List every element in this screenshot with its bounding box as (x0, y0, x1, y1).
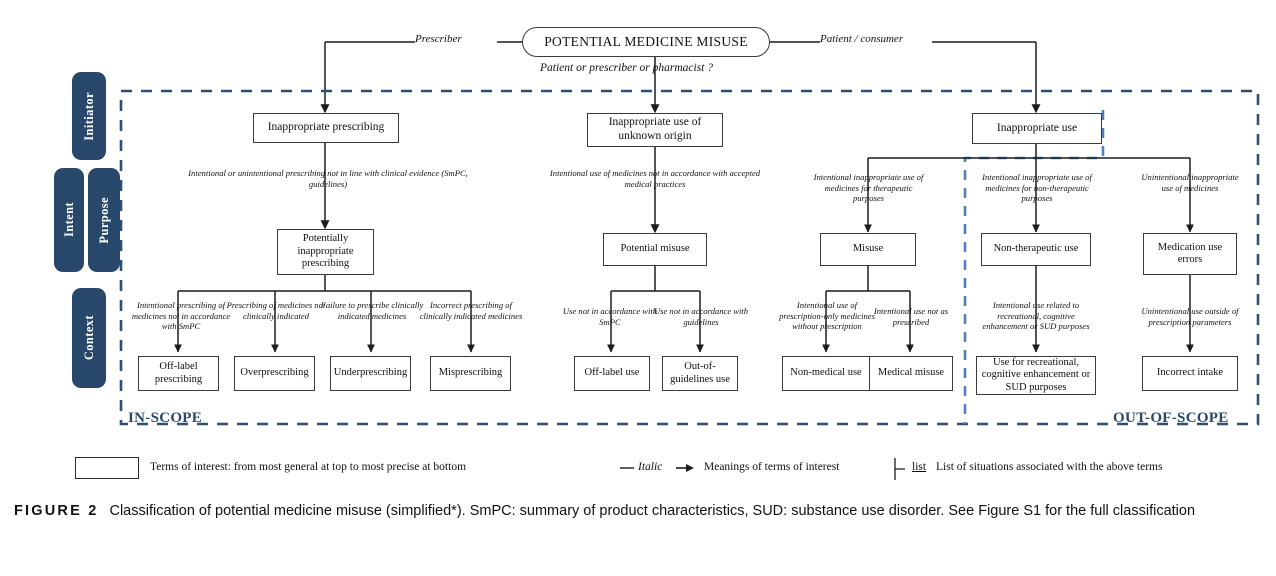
desc-misuse: Intentional inappropriate use of medicin… (813, 172, 924, 204)
legend-prefix-list: list (912, 461, 927, 473)
node-underprescribing: Underprescribing (330, 356, 411, 391)
desc-non-therapeutic-use: Intentional inappropriate use of medicin… (982, 172, 1092, 204)
desc-misprescribing: Incorrect prescribing of clinically indi… (419, 300, 523, 321)
node-off-label-prescribing: Off-label prescribing (138, 356, 219, 391)
node-misprescribing: Misprescribing (430, 356, 511, 391)
node-medication-use-errors-label: Medication use errors (1157, 241, 1223, 265)
node-off-label-use-label: Off-label use (584, 367, 640, 379)
node-inappropriate-use-unknown-origin-label: Inappropriate use of unknown origin (608, 116, 702, 142)
node-potential-misuse-label: Potential misuse (620, 243, 690, 255)
category-tab-intent-label: Intent (61, 202, 76, 238)
legend-prefix-italic: Italic (638, 461, 663, 473)
category-tab-purpose: Purpose (88, 168, 120, 272)
figure-caption: FIGURE 2 Classification of potential medi… (14, 500, 1266, 522)
category-tab-initiator: Initiator (72, 72, 106, 160)
category-tab-purpose-label: Purpose (96, 196, 111, 244)
node-underprescribing-label: Underprescribing (333, 367, 408, 379)
root-edge-label-prescriber: Prescriber (415, 33, 462, 45)
legend-italic-dash-icon (620, 467, 634, 469)
node-inappropriate-use-unknown-origin: Inappropriate use of unknown origin (587, 113, 723, 147)
desc-inappropriate-use-unknown-origin: Intentional use of medicines not in acco… (549, 168, 761, 189)
node-incorrect-intake-label: Incorrect intake (1156, 367, 1224, 379)
root-edge-label-initiator-question: Patient or prescriber or pharmacist ? (540, 62, 714, 74)
node-overprescribing-label: Overprescribing (240, 367, 309, 379)
node-out-of-guidelines-use-label: Out-of-guidelines use (670, 361, 730, 385)
root-node-potential-medicine-misuse: POTENTIAL MEDICINE MISUSE (522, 27, 770, 57)
node-medication-use-errors: Medication use errors (1143, 233, 1237, 275)
node-medical-misuse-label: Medical misuse (877, 367, 945, 379)
legend-text-terms-of-interest: Terms of interest: from most general at … (150, 461, 467, 473)
node-off-label-use: Off-label use (574, 356, 650, 391)
legend-text-meanings-of-terms: Meanings of terms of interest (704, 461, 840, 473)
root-node-label: POTENTIAL MEDICINE MISUSE (544, 34, 748, 50)
node-medical-misuse: Medical misuse (869, 356, 953, 391)
diagram-connectors (119, 41, 1260, 426)
node-non-therapeutic-use-label: Non-therapeutic use (993, 243, 1079, 255)
legend-bracket-icon (894, 458, 905, 480)
node-off-label-prescribing-label: Off-label prescribing (154, 361, 203, 385)
figure-caption-text: Classification of potential medicine mis… (109, 503, 1196, 519)
figure-2-diagram: Initiator Intent Purpose Context POTENTI… (0, 27, 1276, 486)
legend-arrow-icon (676, 464, 694, 472)
node-incorrect-intake: Incorrect intake (1142, 356, 1238, 391)
node-potentially-inappropriate-prescribing: Potentially inappropriate prescribing (277, 229, 374, 275)
desc-overprescribing: Prescribing of medicines not clinically … (226, 300, 326, 321)
node-overprescribing: Overprescribing (234, 356, 315, 391)
node-potential-misuse: Potential misuse (603, 233, 707, 266)
out-of-scope-label: OUT-OF-SCOPE (1113, 410, 1229, 426)
desc-non-medical-use: Intentional use of prescription-only med… (779, 300, 875, 332)
node-misprescribing-label: Misprescribing (438, 367, 503, 379)
category-tab-initiator-label: Initiator (81, 91, 96, 141)
node-misuse: Misuse (820, 233, 916, 266)
desc-use-for-recreational-cognitive-enhancement-sud: Intentional use related to recreational,… (982, 300, 1090, 332)
desc-incorrect-intake: Unintentional use outside of prescriptio… (1141, 306, 1239, 327)
category-tab-context: Context (72, 288, 106, 388)
node-use-for-recreational-cognitive-enhancement-sud: Use for recreational, cognitive enhancem… (976, 356, 1096, 395)
figure-caption-label: FIGURE 2 (14, 503, 99, 519)
desc-medication-use-errors: Unintentional inappropriate use of medic… (1141, 172, 1239, 193)
category-tab-intent: Intent (54, 168, 84, 272)
node-inappropriate-prescribing: Inappropriate prescribing (253, 113, 399, 143)
desc-medical-misuse: Intentional use not as prescribed (873, 306, 949, 327)
node-potentially-inappropriate-prescribing-label: Potentially inappropriate prescribing (297, 233, 354, 270)
desc-inappropriate-prescribing: Intentional or unintentional prescribing… (188, 168, 468, 189)
in-scope-label: IN-SCOPE (128, 410, 203, 426)
category-tab-context-label: Context (81, 315, 96, 361)
legend-empty-box-icon (75, 457, 139, 479)
node-non-medical-use: Non-medical use (782, 356, 870, 391)
node-use-for-recreational-cognitive-enhancement-sud-label: Use for recreational, cognitive enhancem… (981, 356, 1091, 393)
node-misuse-label: Misuse (852, 243, 884, 255)
desc-off-label-prescribing: Intentional prescribing of medicines not… (131, 300, 231, 332)
desc-off-label-use: Use not in accordance with SmPC (562, 306, 658, 327)
legend: Terms of interest: from most general at … (0, 452, 1276, 486)
desc-underprescribing: Failure to prescribe clinically indicate… (320, 300, 424, 321)
legend-text-list-of-situations: List of situations associated with the a… (936, 461, 1163, 473)
node-non-therapeutic-use: Non-therapeutic use (981, 233, 1091, 266)
in-scope-frame (119, 89, 1260, 426)
node-inappropriate-use: Inappropriate use (972, 113, 1102, 144)
node-inappropriate-prescribing-label: Inappropriate prescribing (267, 121, 385, 134)
root-edge-label-patient-consumer: Patient / consumer (820, 33, 904, 45)
node-inappropriate-use-label: Inappropriate use (996, 121, 1078, 134)
node-out-of-guidelines-use: Out-of-guidelines use (662, 356, 738, 391)
node-non-medical-use-label: Non-medical use (790, 367, 862, 379)
desc-out-of-guidelines-use: Use not in accordance with guidelines (653, 306, 749, 327)
